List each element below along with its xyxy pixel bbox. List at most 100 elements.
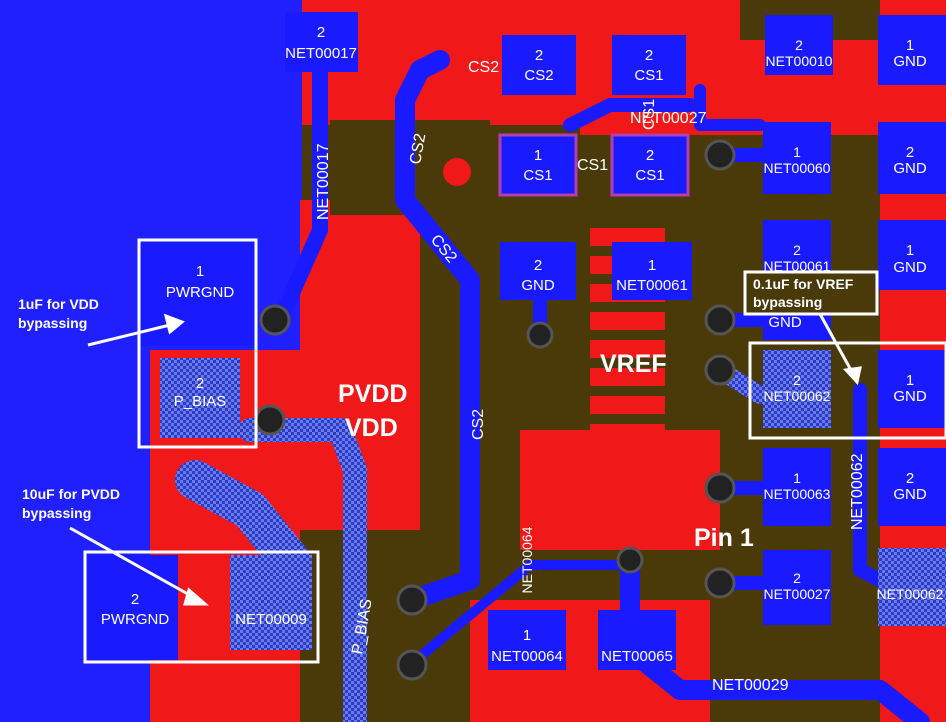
pin1-label: Pin 1 <box>694 524 754 552</box>
svg-text:CS1: CS1 <box>577 157 608 174</box>
svg-text:PWRGND: PWRGND <box>166 284 234 301</box>
svg-text:NET00017: NET00017 <box>285 45 357 62</box>
pad-cs1-top: 2 CS1 <box>612 35 686 95</box>
svg-text:1: 1 <box>648 257 656 274</box>
svg-text:1: 1 <box>906 372 914 389</box>
svg-text:GND: GND <box>893 53 927 70</box>
svg-text:NET00062: NET00062 <box>764 388 831 404</box>
pad-gnd-r5: 2 GND <box>878 448 946 526</box>
vdd-cap-note-line1: 1uF for VDD <box>18 296 99 312</box>
pad-net63: 1 NET00063 <box>763 448 831 526</box>
vdd-cap-highlight-box <box>137 238 258 449</box>
svg-text:NET00017: NET00017 <box>315 143 332 220</box>
svg-text:NET00062: NET00062 <box>849 453 866 530</box>
pad-net9: NET00009 <box>230 555 312 650</box>
vref-label: VREF <box>600 350 667 378</box>
svg-text:2: 2 <box>795 37 803 53</box>
vref-cap-note-box <box>743 270 879 316</box>
svg-text:CS1: CS1 <box>641 99 658 130</box>
pvdd-arrow <box>69 526 196 600</box>
pad-gnd-r3: 1 GND <box>878 220 946 290</box>
pad-gnd-r4: 1 GND <box>878 350 946 428</box>
pad-cs1-a: 1 CS1 <box>498 133 578 197</box>
svg-text:NET00010: NET00010 <box>766 53 833 69</box>
pad-net27: 2 NET00027 <box>763 550 831 625</box>
svg-text:2: 2 <box>793 372 801 388</box>
svg-text:NET00063: NET00063 <box>764 486 831 502</box>
pad-net64: 1 NET00064 <box>488 610 566 670</box>
svg-text:1: 1 <box>523 627 531 644</box>
svg-text:GND: GND <box>893 388 927 405</box>
vdd-cap-note-line2: bypassing <box>18 315 87 331</box>
svg-text:CS2: CS2 <box>470 409 487 440</box>
svg-text:NET00027: NET00027 <box>630 110 707 127</box>
svg-text:GND: GND <box>893 259 927 276</box>
svg-text:2: 2 <box>317 24 325 41</box>
svg-text:NET00065: NET00065 <box>601 648 673 665</box>
svg-text:2: 2 <box>793 242 801 258</box>
svg-text:NET00060: NET00060 <box>764 160 831 176</box>
svg-text:P_BIAS: P_BIAS <box>174 393 227 410</box>
svg-text:GND: GND <box>893 160 927 177</box>
svg-text:CS1: CS1 <box>523 167 552 184</box>
pvdd-cap-note-line1: 10uF for PVDD <box>22 486 120 502</box>
pad-net62-left: 2 NET00062 <box>763 350 831 428</box>
svg-text:NET00029: NET00029 <box>712 677 789 694</box>
pad-net60: 1 NET00060 <box>763 122 831 194</box>
vdd-label: VDD <box>345 414 398 442</box>
svg-text:2: 2 <box>534 257 542 274</box>
svg-text:1: 1 <box>906 242 914 259</box>
svg-text:CS1: CS1 <box>635 167 664 184</box>
svg-text:GND: GND <box>893 486 927 503</box>
pad-net62-right: NET00062 <box>877 548 946 626</box>
svg-text:1: 1 <box>793 470 801 486</box>
svg-text:CS2: CS2 <box>524 67 553 84</box>
svg-text:1: 1 <box>196 263 204 280</box>
svg-text:GND: GND <box>521 277 555 294</box>
pad-cs1-b: 2 CS1 <box>610 133 690 197</box>
svg-text:2: 2 <box>645 47 653 64</box>
vdd-arrow-head <box>163 313 185 335</box>
svg-text:2: 2 <box>906 470 914 487</box>
svg-text:NET00062: NET00062 <box>877 586 944 602</box>
vref-cap-highlight-box <box>748 341 946 440</box>
pvdd-cap-note-line2: bypassing <box>22 505 91 521</box>
vref-arrow-head <box>842 366 862 386</box>
pvdd-label: PVDD <box>338 380 407 408</box>
pad-cs2-top: 2 CS2 <box>502 35 576 95</box>
svg-text:NET00064: NET00064 <box>519 526 535 593</box>
annotation-arrows <box>69 313 862 606</box>
pad-pwrgnd2: 2 PWRGND <box>88 555 178 660</box>
vias <box>254 139 736 681</box>
pad-gnd-r2: 2 GND <box>878 122 946 194</box>
svg-text:CS1: CS1 <box>634 67 663 84</box>
vref-cap-note-line1: 0.1uF for VREF <box>753 276 854 292</box>
pad-pwrgnd1: 1 PWRGND <box>140 240 256 346</box>
pvdd-arrow-head <box>183 587 209 606</box>
svg-text:2: 2 <box>646 147 654 164</box>
svg-text:NET00061: NET00061 <box>764 258 831 274</box>
pad-gnd-top: 1 GND <box>878 15 946 85</box>
pad-net61b: 1 NET00061 <box>612 242 692 300</box>
pad-pbias2: 2 P_BIAS <box>160 358 240 438</box>
svg-text:NET00009: NET00009 <box>235 611 307 628</box>
svg-text:GND: GND <box>768 314 802 331</box>
svg-text:1: 1 <box>906 37 914 54</box>
svg-text:PWRGND: PWRGND <box>101 611 169 628</box>
svg-text:CS2: CS2 <box>407 132 429 166</box>
pad-gnd-mid: 2 GND <box>500 242 576 300</box>
svg-text:2: 2 <box>906 144 914 161</box>
svg-text:1: 1 <box>793 144 801 160</box>
pvdd-cap-highlight-box <box>83 550 320 664</box>
vdd-arrow <box>87 323 171 347</box>
pad-net65: NET00065 <box>598 610 676 670</box>
vref-arrow <box>818 313 854 373</box>
svg-text:NET00061: NET00061 <box>616 277 688 294</box>
svg-text:CS2: CS2 <box>468 59 499 76</box>
svg-text:2: 2 <box>131 591 139 608</box>
vref-cap-note-line2: bypassing <box>753 294 822 310</box>
svg-text:NET00064: NET00064 <box>491 648 563 665</box>
pad-net10: 2 NET00010 <box>765 15 833 75</box>
svg-text:2: 2 <box>793 570 801 586</box>
